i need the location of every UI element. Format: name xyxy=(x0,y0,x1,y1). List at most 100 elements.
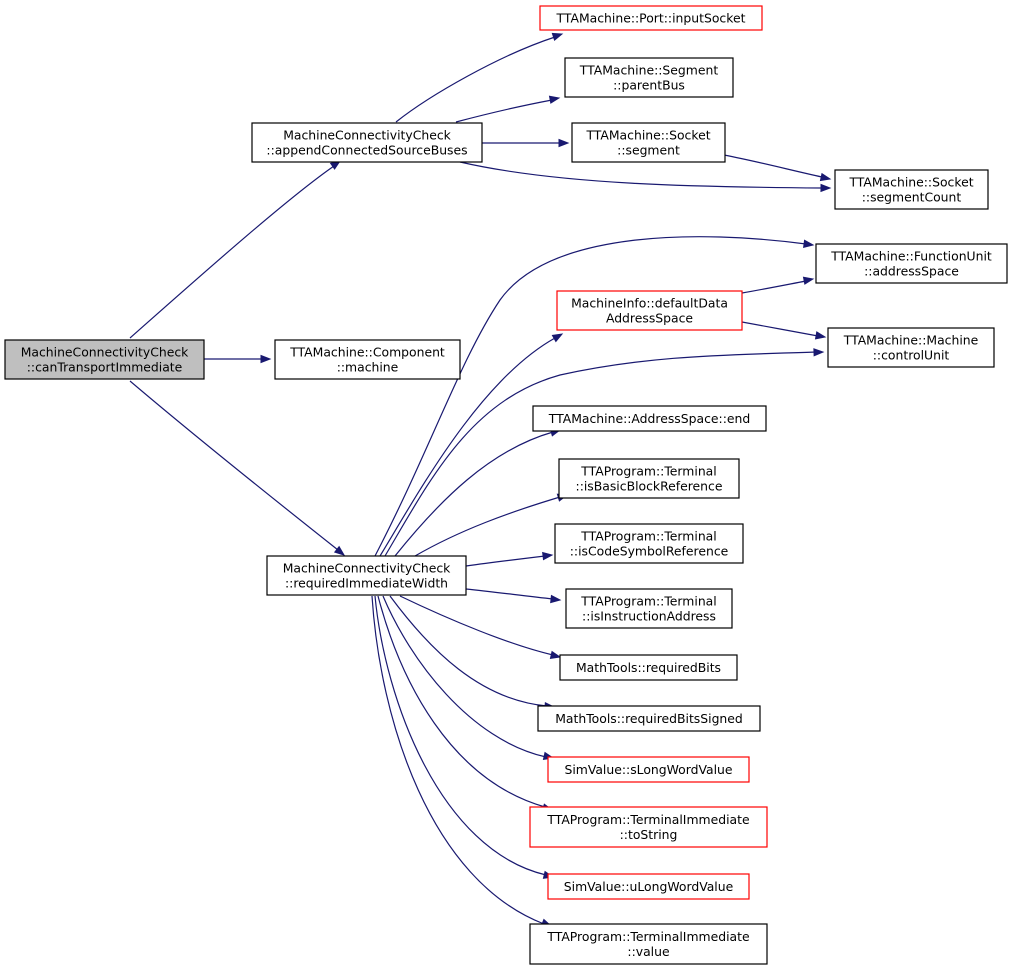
edge-appendBuses-to-inputSocket xyxy=(395,32,564,123)
arrowhead-icon xyxy=(260,354,272,364)
edge-reqWidth-to-isBBRef xyxy=(414,493,569,557)
arrowhead-icon xyxy=(820,183,832,193)
node-isBBRef[interactable]: TTAProgram::Terminal::isBasicBlockRefere… xyxy=(558,458,740,499)
node-label-line: TTAMachine::AddressSpace::end xyxy=(548,411,750,426)
edge-line xyxy=(459,161,823,189)
node-label-line: ::canTransportImmediate xyxy=(27,360,183,375)
node-label-line: ::requiredImmediateWidth xyxy=(285,576,448,591)
edge-line xyxy=(741,280,807,294)
edge-line xyxy=(465,555,546,567)
edge-reqWidth-to-fuAddr xyxy=(374,236,815,557)
node-sLong[interactable]: SimValue::sLongWordValue xyxy=(547,756,750,783)
edges-layer xyxy=(129,32,832,927)
node-isInstrAddr[interactable]: TTAProgram::Terminal::isInstructionAddre… xyxy=(565,588,733,629)
edge-line xyxy=(394,431,554,557)
node-box xyxy=(834,169,989,210)
node-label-line: MachineConnectivityCheck xyxy=(283,561,451,576)
edge-reqWidth-to-uLong xyxy=(374,595,555,879)
node-label-line: TTAProgram::Terminal xyxy=(580,529,716,544)
edge-appendBuses-to-sockSegment xyxy=(482,138,570,148)
edge-line xyxy=(723,154,823,178)
node-box xyxy=(274,339,461,380)
node-box xyxy=(547,873,750,900)
edge-sockSegment-to-segCount xyxy=(723,154,832,182)
node-label-line: TTAMachine::Machine xyxy=(843,333,979,348)
node-segCount[interactable]: TTAMachine::Socket::segmentCount xyxy=(834,169,989,210)
edge-line xyxy=(129,380,339,551)
node-box xyxy=(827,327,995,368)
edge-line xyxy=(377,595,546,808)
node-reqWidth[interactable]: MachineConnectivityCheck::requiredImmedi… xyxy=(266,555,467,596)
node-label-line: AddressSpace xyxy=(606,311,693,326)
arrowhead-icon xyxy=(814,331,827,340)
node-label-line: MachineConnectivityCheck xyxy=(283,128,451,143)
arrowhead-icon xyxy=(813,348,825,357)
edge-line xyxy=(414,496,561,557)
node-label-line: MathTools::requiredBitsSigned xyxy=(555,711,743,726)
node-label-line: TTAMachine::FunctionUnit xyxy=(830,249,992,264)
node-label-line: ::parentBus xyxy=(613,78,685,93)
node-box xyxy=(565,588,733,629)
node-sockSegment[interactable]: TTAMachine::Socket::segment xyxy=(571,122,726,163)
arrowhead-icon xyxy=(550,594,562,604)
node-label-line: ::segment xyxy=(617,143,680,158)
node-box xyxy=(556,290,743,331)
edge-line xyxy=(389,595,548,707)
arrowhead-icon xyxy=(802,276,815,285)
node-value[interactable]: TTAProgram::TerminalImmediate::value xyxy=(529,923,768,965)
node-reqBits[interactable]: MathTools::requiredBits xyxy=(559,654,738,681)
arrowhead-icon xyxy=(819,172,832,182)
edge-line xyxy=(371,595,545,925)
edge-appendBuses-to-segCount xyxy=(459,161,832,193)
edge-reqWidth-to-ctrlUnit xyxy=(384,348,825,557)
edge-line xyxy=(129,165,335,339)
node-label-line: ::segmentCount xyxy=(862,190,962,205)
node-label-line: MachineConnectivityCheck xyxy=(21,345,189,360)
arrowhead-icon xyxy=(551,333,564,343)
node-label-line: TTAMachine::Socket xyxy=(848,175,973,190)
arrowhead-icon xyxy=(548,95,561,104)
edge-line xyxy=(374,236,807,557)
edge-reqWidth-to-defDataAS xyxy=(379,333,564,557)
node-uLong[interactable]: SimValue::uLongWordValue xyxy=(547,873,750,900)
node-reqBitsSigned[interactable]: MathTools::requiredBitsSigned xyxy=(537,705,761,732)
node-ctrlUnit[interactable]: TTAMachine::Machine::controlUnit xyxy=(827,327,995,368)
edge-defDataAS-to-ctrlUnit xyxy=(741,321,827,340)
node-box xyxy=(547,756,750,783)
node-appendBuses[interactable]: MachineConnectivityCheck::appendConnecte… xyxy=(251,122,483,163)
edge-line xyxy=(379,337,556,557)
node-root[interactable]: MachineConnectivityCheck::canTransportIm… xyxy=(4,339,205,380)
node-fuAddr[interactable]: TTAMachine::FunctionUnit::addressSpace xyxy=(815,243,1008,284)
node-label-line: ::value xyxy=(627,944,669,959)
node-label-line: MathTools::requiredBits xyxy=(576,660,721,675)
node-label-line: ::isBasicBlockReference xyxy=(576,479,723,494)
node-box xyxy=(564,57,734,98)
node-label-line: TTAProgram::Terminal xyxy=(580,464,716,479)
node-label-line: ::addressSpace xyxy=(864,264,959,279)
edge-root-to-reqWidth xyxy=(129,380,346,556)
node-inputSocket[interactable]: TTAMachine::Port::inputSocket xyxy=(539,5,763,31)
node-toString[interactable]: TTAProgram::TerminalImmediate::toString xyxy=(529,806,768,848)
edge-reqWidth-to-asEnd xyxy=(394,428,562,557)
node-box xyxy=(571,122,726,163)
node-asEnd[interactable]: TTAMachine::AddressSpace::end xyxy=(532,405,767,432)
edge-root-to-component xyxy=(204,354,272,364)
arrowhead-icon xyxy=(549,650,562,659)
node-isCodeSym[interactable]: TTAProgram::Terminal::isCodeSymbolRefere… xyxy=(554,523,744,564)
node-box xyxy=(815,243,1008,284)
node-parentBus[interactable]: TTAMachine::Segment::parentBus xyxy=(564,57,734,98)
node-box xyxy=(537,705,761,732)
node-box xyxy=(266,555,467,596)
node-label-line: TTAMachine::Socket xyxy=(585,128,710,143)
node-label-line: TTAProgram::TerminalImmediate xyxy=(546,929,749,944)
node-component[interactable]: TTAMachine::Component::machine xyxy=(274,339,461,380)
node-label-line: TTAMachine::Segment xyxy=(579,63,719,78)
node-label-line: TTAMachine::Component xyxy=(289,345,445,360)
node-label-line: ::appendConnectedSourceBuses xyxy=(266,143,467,158)
node-label-line: ::controlUnit xyxy=(873,348,950,363)
edge-line xyxy=(395,36,556,123)
edge-line xyxy=(374,595,547,876)
edge-reqWidth-to-toString xyxy=(377,595,554,812)
